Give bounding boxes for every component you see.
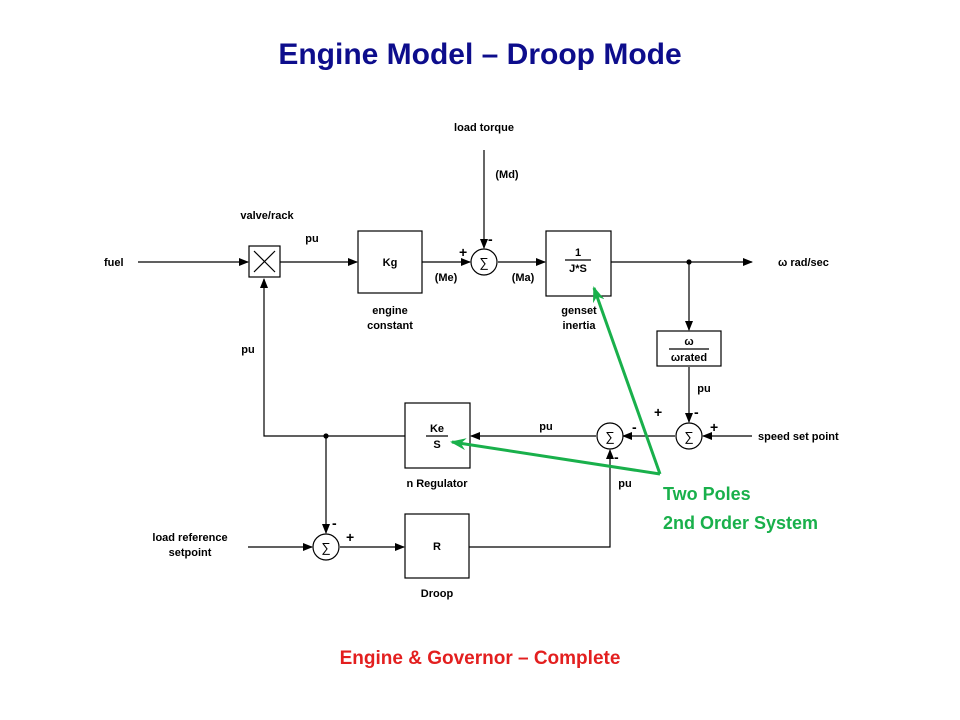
sign-minus: - [488,231,493,247]
sign-minus: - [614,449,619,465]
sum-speed [675,422,703,450]
junction-dot [323,433,329,439]
r-label: R [433,541,441,553]
pu-label: pu [539,421,552,433]
sign-minus: - [632,419,637,435]
speed-set-point-label: speed set point [758,431,839,443]
me-label: (Me) [435,272,458,284]
sum-mid [596,422,624,450]
sign-plus: + [459,244,467,260]
annotation-line-2: 2nd Order System [663,513,819,533]
engine-constant-label: engine [372,305,407,317]
subtitle: Engine & Governor – Complete [339,648,621,669]
sum-main [470,248,498,276]
load-reference-label: load reference [152,532,227,544]
sum-load [312,533,340,561]
kg-label: Kg [383,257,398,269]
page-title: Engine Model – Droop Mode [278,38,682,71]
kg-block [357,230,423,294]
sum-symbol: ∑ [605,429,614,444]
sum-symbol: ∑ [684,429,693,444]
ma-label: (Ma) [512,272,535,284]
ke-numerator: Ke [430,423,444,435]
fuel-label: fuel [104,257,124,269]
annotation-arrow [592,286,662,475]
inertia-numerator: 1 [575,247,581,259]
sign-minus: - [694,404,699,420]
sign-plus: + [710,419,718,435]
load-torque-label: load torque [454,122,514,134]
pu-label: pu [697,383,710,395]
inertia-block [545,230,612,297]
valve-rack-label: valve/rack [240,210,294,222]
droop-label: Droop [421,588,454,600]
ratio-numerator: ω [684,336,693,348]
pu-label: pu [241,344,254,356]
sum-symbol: ∑ [479,255,488,270]
inertia-denominator: J*S [569,263,587,275]
sign-minus: - [332,515,337,531]
ke-feedback-wire [260,278,405,437]
sign-plus: + [346,529,354,545]
genset-inertia-label: inertia [562,320,596,332]
sign-plus: + [654,404,662,420]
pu-label: pu [618,478,631,490]
load-reference-label: setpoint [169,547,212,559]
junction-dot [686,259,692,265]
annotation-arrow [450,438,661,476]
multiply-symbol [253,250,276,273]
ratio-denominator: ωrated [671,352,707,364]
omega-output-label: ω rad/sec [778,257,829,269]
md-label: (Md) [495,169,519,181]
r-block [404,513,470,579]
engine-constant-label: constant [367,320,413,332]
droop-feedback-wire [469,449,614,548]
ke-denominator: S [433,439,440,451]
n-regulator-label: n Regulator [406,478,468,490]
genset-inertia-label: genset [561,305,597,317]
pu-label: pu [305,233,318,245]
sum-symbol: ∑ [321,540,330,555]
annotation-line-1: Two Poles [663,484,751,504]
